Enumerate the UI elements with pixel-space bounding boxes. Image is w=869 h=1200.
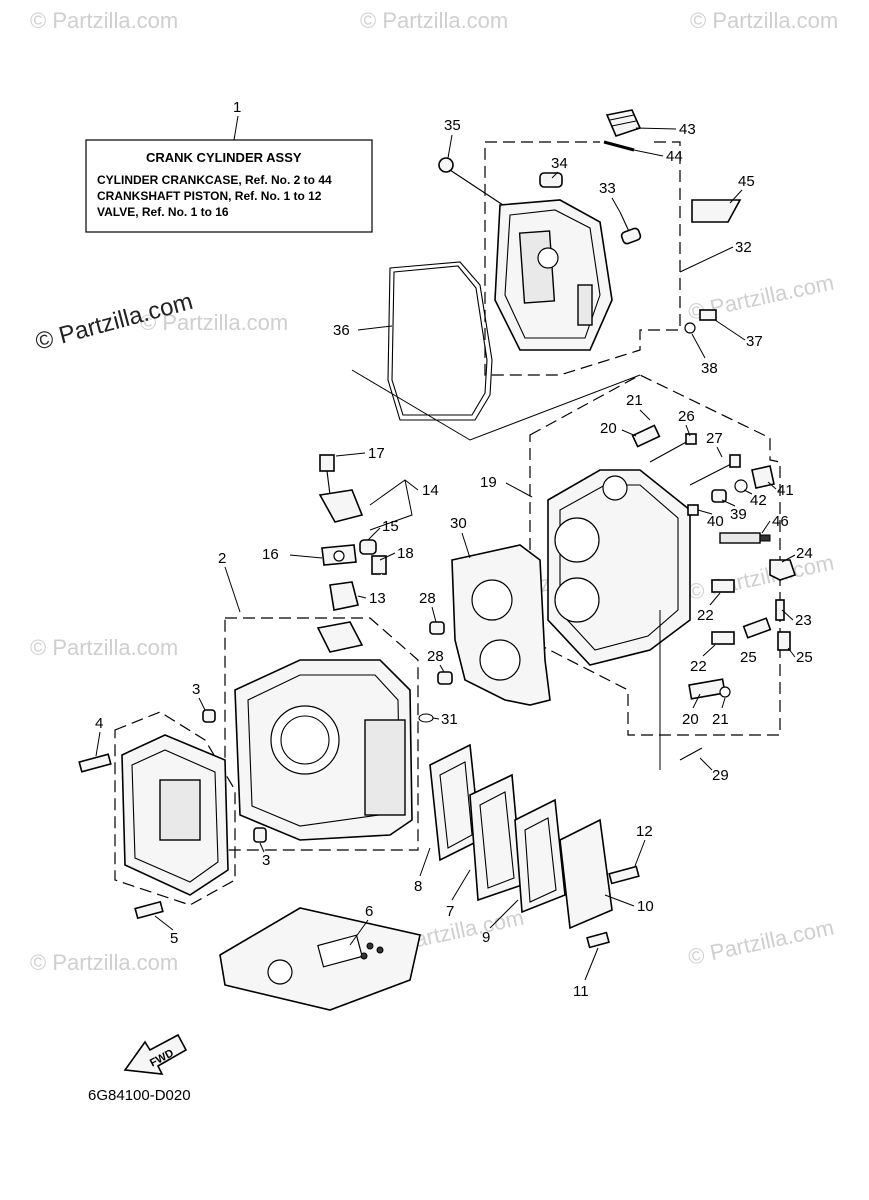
callout-43: 43: [679, 121, 696, 138]
callout-14: 14: [422, 482, 439, 499]
callout-21: 21: [626, 392, 643, 409]
callout-8: 8: [414, 878, 422, 895]
callout-46: 46: [772, 513, 789, 530]
thermostat-cover: [318, 489, 364, 523]
callout-9: 9: [482, 929, 490, 946]
crankcase-group: [78, 711, 236, 920]
callout-17: 17: [368, 445, 385, 462]
callout-22: 22: [697, 607, 714, 624]
callout-25: 25: [740, 649, 757, 666]
bolt-12: [608, 865, 640, 885]
info-box-line: CRANKSHAFT PISTON, Ref. No. 1 to 12: [97, 189, 322, 203]
base-gasket: [219, 907, 421, 1011]
cylinder-block-group: [202, 617, 434, 851]
callout-3: 3: [262, 852, 270, 869]
callout-36: 36: [333, 322, 350, 339]
cover-gasket: [387, 261, 493, 421]
bolt-4: [78, 753, 112, 773]
label-plate: [691, 199, 742, 223]
info-box-line: CYLINDER CRANKCASE, Ref. No. 2 to 44: [97, 173, 332, 187]
callout-41: 41: [777, 482, 794, 499]
callout-16: 16: [262, 546, 279, 563]
info-box-line: VALVE, Ref. No. 1 to 16: [97, 205, 229, 219]
callout-15: 15: [382, 518, 399, 535]
thermostat-group: [318, 454, 415, 692]
callout-10: 10: [637, 898, 654, 915]
callout-31: 31: [441, 711, 458, 728]
callout-38: 38: [701, 360, 718, 377]
callout-23: 23: [795, 612, 812, 629]
thermostat: [329, 581, 359, 611]
head-gasket: [429, 544, 551, 706]
callout-44: 44: [666, 148, 683, 165]
plate-7: [469, 773, 523, 902]
watermark: © Partzilla.com: [30, 635, 178, 660]
watermark: © Partzilla.com: [360, 8, 508, 33]
spark-plug: [719, 532, 771, 544]
callout-45: 45: [738, 173, 755, 190]
callout-20: 20: [600, 420, 617, 437]
callout-25: 25: [796, 649, 813, 666]
callout-20: 20: [682, 711, 699, 728]
assy-info-box: 1 CRANK CYLINDER ASSY CYLINDER CRANKCASE…: [85, 99, 373, 233]
cylinder-head-group: [529, 374, 797, 770]
callout-42: 42: [750, 492, 767, 509]
bolt-17: [319, 454, 335, 472]
watermark: © Partzilla.com: [140, 310, 288, 335]
callout-21: 21: [712, 711, 729, 728]
callout-37: 37: [746, 333, 763, 350]
callout-1: 1: [233, 99, 241, 116]
callout-29: 29: [712, 767, 729, 784]
callout-39: 39: [730, 506, 747, 523]
callout-layer: 2 3 3 4 5 6 7 8 9 10 11 12 13 14 15 16 1…: [95, 117, 813, 1000]
callout-3: 3: [192, 681, 200, 698]
part-33: [619, 211, 642, 245]
callout-26: 26: [678, 408, 695, 425]
callout-24: 24: [796, 545, 813, 562]
callout-6: 6: [365, 903, 373, 920]
callout-28: 28: [427, 648, 444, 665]
callout-5: 5: [170, 930, 178, 947]
callout-22: 22: [690, 658, 707, 675]
forward-arrow: FWD: [123, 1033, 188, 1075]
callout-4: 4: [95, 715, 103, 732]
callout-40: 40: [707, 513, 724, 530]
plate-10: [559, 818, 613, 930]
watermark: © Partzilla.com: [686, 550, 836, 605]
bolt-5: [134, 900, 164, 920]
callout-33: 33: [599, 180, 616, 197]
bolt-35: [438, 157, 504, 206]
callout-28: 28: [419, 590, 436, 607]
intake-plates: [429, 743, 640, 949]
callout-13: 13: [369, 590, 386, 607]
callout-18: 18: [397, 545, 414, 562]
callout-27: 27: [706, 430, 723, 447]
part-34: [539, 172, 563, 188]
info-box-title: CRANK CYLINDER ASSY: [146, 150, 302, 165]
callout-2: 2: [218, 550, 226, 567]
plate-9: [514, 798, 566, 914]
watermark: © Partzilla.com: [30, 8, 178, 33]
watermark: © Partzilla.com: [686, 915, 836, 970]
bolt-37: [684, 309, 717, 334]
callout-34: 34: [551, 155, 568, 172]
callout-19: 19: [480, 474, 497, 491]
callout-32: 32: [735, 239, 752, 256]
callout-11: 11: [573, 983, 589, 1000]
head-cover-group: [351, 109, 742, 441]
callout-12: 12: [636, 823, 653, 840]
watermark: © Partzilla.com: [30, 950, 178, 975]
callout-30: 30: [450, 515, 467, 532]
filler-cap: [603, 109, 642, 152]
diagram-code: 6G84100-D020: [88, 1087, 191, 1104]
callout-7: 7: [446, 903, 454, 920]
callout-35: 35: [444, 117, 461, 134]
bolt-11: [586, 931, 610, 949]
watermark: © Partzilla.com: [690, 8, 838, 33]
